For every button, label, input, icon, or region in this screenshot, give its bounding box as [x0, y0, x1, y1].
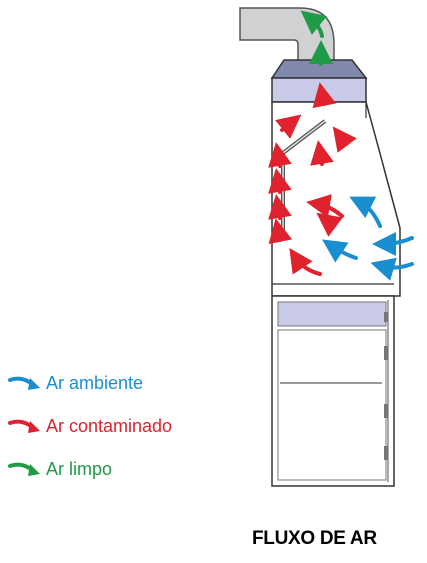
ambient-air-arrows — [322, 196, 414, 281]
legend-label: Ar ambiente — [46, 373, 144, 393]
clean-air-arrows — [300, 10, 333, 66]
green-arrow-icon — [8, 462, 40, 476]
legend-item-ambient-air: Ar ambiente — [6, 372, 246, 394]
contaminated-air-arrow — [268, 218, 293, 245]
ambient-air-arrow — [349, 196, 382, 228]
contaminated-air-arrow — [332, 126, 357, 153]
contaminated-air-arrow — [268, 194, 292, 220]
contaminated-air-arrow — [310, 140, 334, 166]
contaminated-air-arrow — [268, 142, 292, 168]
contaminated-air-arrow — [268, 168, 292, 194]
ambient-air-arrow — [370, 257, 414, 281]
legend-label: Ar limpo — [46, 459, 113, 479]
contaminated-air-arrow — [316, 212, 343, 237]
legend-item-contaminated-air: Ar contaminado — [6, 415, 246, 437]
legend-item-clean-air: Ar limpo — [6, 458, 246, 480]
clean-air-arrow — [300, 10, 327, 38]
contaminated-air-arrows — [268, 82, 357, 276]
contaminated-air-arrow — [289, 248, 322, 276]
ambient-air-arrow — [322, 239, 358, 263]
red-arrow-icon — [8, 419, 40, 433]
contaminated-air-arrow — [312, 82, 337, 109]
legend: Ar ambiente Ar contaminado Ar limpo — [6, 372, 246, 501]
legend-label: Ar contaminado — [46, 416, 173, 436]
contaminated-air-arrow — [275, 114, 302, 139]
hood-top-cap — [270, 59, 368, 103]
base-cabinet — [271, 295, 395, 487]
blue-arrow-icon — [8, 376, 40, 390]
hood-cabinet — [271, 101, 401, 297]
diagram-title: FLUXO DE AR — [252, 528, 377, 549]
ambient-air-arrow — [372, 231, 414, 256]
